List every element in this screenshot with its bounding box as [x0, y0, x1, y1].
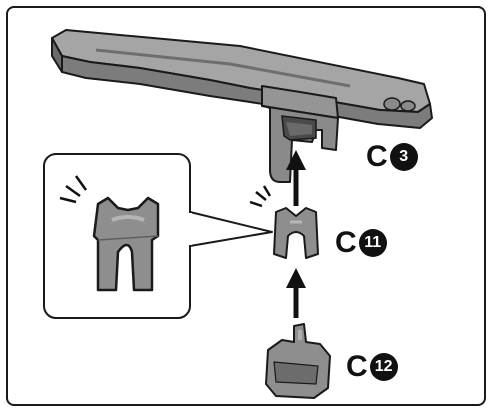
sparkle-lines-icon [249, 185, 272, 208]
part-c3-rail [51, 29, 433, 129]
arrow-up-icon [286, 150, 306, 206]
part-c12-base [265, 323, 331, 399]
arrow-up-icon [286, 268, 306, 318]
part-number-badge: 11 [358, 229, 387, 257]
part-label-c11: C 11 [335, 226, 387, 260]
part-c3-post [261, 105, 339, 183]
part-label-c3: C 3 [366, 140, 418, 174]
part-c11-enlarged [92, 196, 160, 292]
sparkle-lines-icon [59, 175, 88, 204]
part-letter: C [366, 140, 388, 173]
part-letter: C [335, 226, 357, 259]
part-number-badge: 12 [369, 353, 398, 381]
part-label-c12: C 12 [346, 350, 398, 384]
part-number-badge: 3 [389, 143, 418, 171]
part-letter: C [346, 350, 368, 383]
part-c11-clip [273, 207, 319, 259]
